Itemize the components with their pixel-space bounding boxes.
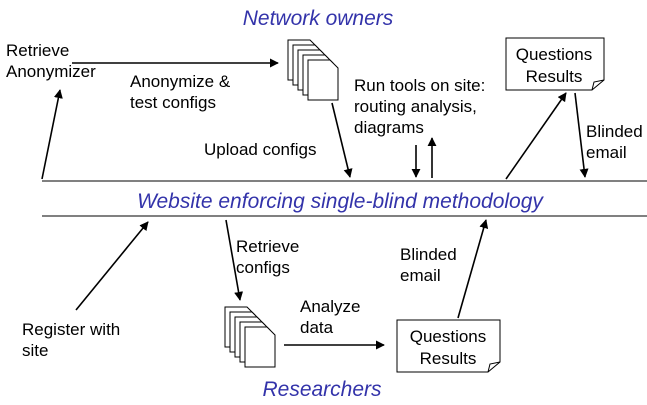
anonymize-test-label: Anonymize & test configs [130,72,235,112]
blinded-email-arrow-bottom [457,219,489,319]
blinded-email-label-bottom: Blinded email [400,245,461,285]
retrieve-anonymizer-arrow [41,89,63,180]
network-owners-title: Network owners [243,7,394,30]
run-tools-label: Run tools on site: routing analysis, dia… [354,76,490,137]
config-stack-top [287,39,339,101]
retrieve-anonymizer-label: Retrieve Anonymizer [6,41,96,81]
blinded-email-label-top: Blinded email [586,122,647,162]
config-stack-bottom [224,306,276,368]
send-questions-arrow-top [505,92,567,180]
register-label: Register with site [22,320,125,360]
results-label-bottom: Results [420,349,477,368]
blinded-email-arrow-top [574,92,589,178]
questions-results-box-bottom: Questions Results [396,319,501,373]
results-label-top: Results [526,67,583,86]
questions-results-box-top: Questions Results [505,37,605,91]
researchers-title: Researchers [262,378,382,401]
retrieve-configs-label: Retrieve configs [236,237,304,277]
register-arrow [75,221,149,311]
website-title: Website enforcing single-blind methodolo… [137,190,544,213]
questions-label-top: Questions [516,45,593,64]
upload-configs-arrow [331,102,353,178]
analyze-data-label: Analyze data [300,297,365,337]
retrieve-configs-arrow [225,219,244,301]
upload-configs-label: Upload configs [204,140,316,159]
questions-label-bottom: Questions [410,327,487,346]
